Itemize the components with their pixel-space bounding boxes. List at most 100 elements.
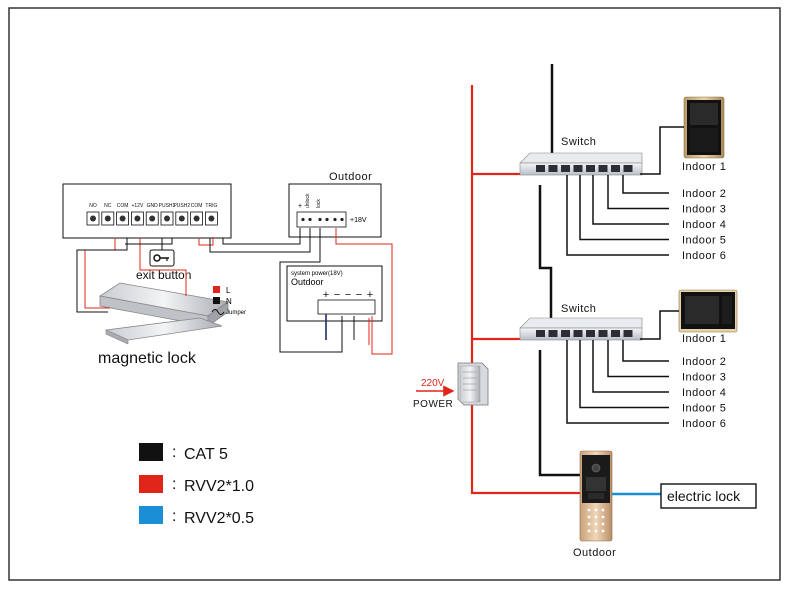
outdoor-terminal-dot	[308, 217, 312, 222]
indoor-label: Indoor 3	[682, 372, 726, 384]
outdoor-terminal-dot	[301, 217, 305, 222]
indoor-label: Indoor 2	[682, 356, 726, 368]
switch-port	[598, 165, 608, 172]
outdoor-terminal-dot	[325, 217, 329, 222]
terminal-screw	[134, 215, 141, 222]
terminal-block	[86, 211, 218, 226]
legend-rvv05-swatch	[139, 506, 163, 524]
cat5-to-monitor-2	[640, 310, 679, 340]
terminal-label: NO	[89, 203, 97, 209]
terminal-label: +12V	[131, 203, 143, 209]
terminal-label: PUSH2	[173, 203, 190, 209]
legend-rvv10-sep: :	[172, 476, 176, 493]
magnetic-lock-label: magnetic lock	[98, 350, 197, 367]
psu-terminal-strip	[317, 299, 376, 315]
cat5-indoor-wire	[622, 340, 669, 362]
psu-polarity-sign: −	[334, 289, 340, 301]
outdoor-pm-plus: +	[298, 203, 302, 210]
cat5-indoor-wire	[579, 340, 669, 409]
outdoor-station-label: Outdoor	[573, 547, 616, 559]
outdoor-pm-minus: −	[304, 203, 308, 210]
indoor-label: Indoor 6	[682, 418, 726, 430]
switch-top	[519, 152, 643, 164]
left-wires	[76, 228, 393, 355]
switch-port	[586, 330, 595, 337]
indoor-monitor-icon	[678, 289, 738, 333]
indoor-label: Indoor 5	[682, 403, 726, 415]
terminal-screw	[193, 215, 200, 222]
switch-2	[519, 317, 643, 341]
power-voltage: 220V	[421, 378, 445, 389]
psu-polarity-sign: −	[345, 289, 351, 301]
indoor-monitor-icon	[683, 96, 725, 159]
switch-2-label: Switch	[561, 303, 596, 315]
mini-legend-l: L	[226, 286, 231, 295]
indoor-1-label: Indoor 1	[682, 333, 726, 345]
outdoor-terminal-dot	[333, 217, 337, 222]
switch-port	[623, 330, 633, 337]
key-icon	[153, 254, 169, 262]
cat5-indoor-wire	[592, 340, 669, 393]
terminal-label: COM	[191, 203, 203, 209]
indoor-label: Indoor 5	[682, 235, 726, 247]
cat5-indoor-wire	[622, 175, 669, 194]
terminal-screw	[178, 215, 185, 222]
legend-rvv05-sep: :	[172, 508, 176, 525]
terminal-screw	[149, 215, 156, 222]
terminal-screw	[164, 215, 170, 222]
indoor-labels: Indoor 1 Indoor 2 Indoor 3 Indoor 4 Indoor 5…	[682, 161, 726, 430]
indoor-wires	[566, 175, 669, 424]
outdoor-box	[288, 183, 382, 238]
switch-1-label: Switch	[561, 136, 596, 148]
electric-lock-label: electric lock	[667, 488, 741, 504]
switch-port	[611, 330, 620, 337]
magnetic-lock-illustration	[98, 282, 230, 345]
terminal-screw	[90, 215, 96, 222]
legend-rvv10: RVV2*1.0	[184, 478, 254, 495]
legend-cat5: CAT 5	[184, 446, 228, 463]
terminal-label: NC	[104, 203, 112, 209]
legend-cat5-swatch	[139, 443, 163, 461]
controller-box	[62, 183, 232, 239]
switch-top	[519, 317, 643, 329]
terminal-screw	[119, 215, 126, 222]
legend-rvv05: RVV2*0.5	[184, 510, 254, 527]
terminal-screw	[208, 215, 215, 222]
terminal-screw	[104, 215, 111, 222]
switch-1	[519, 152, 643, 176]
exit-button-label: exit button	[136, 268, 191, 282]
door-station-icon	[579, 450, 613, 542]
indoor-label: Indoor 4	[682, 387, 726, 399]
cat5-to-monitor-1	[640, 126, 684, 175]
mini-legend-n-swatch	[213, 297, 220, 304]
switch-port	[611, 165, 620, 172]
outdoor-unlock: unlock	[305, 193, 311, 208]
switch-port	[586, 165, 595, 172]
switch-port	[623, 165, 633, 172]
outdoor-box-title: Outdoor	[329, 171, 372, 183]
jumper-symbol	[211, 309, 225, 315]
mini-legend-n: N	[226, 297, 232, 306]
psu-title: system power(18V)	[291, 271, 343, 277]
cat5-indoor-wire	[607, 175, 669, 210]
outdoor-terminals	[301, 217, 344, 222]
cat5-indoor-wire	[566, 175, 669, 256]
red-power-line	[470, 85, 580, 495]
indoor-label: Indoor 3	[682, 204, 726, 216]
power-label: POWER	[413, 399, 453, 410]
power-supply-icon	[457, 362, 489, 406]
indoor-1-label: Indoor 1	[682, 161, 726, 173]
electric-lock-box	[660, 483, 757, 509]
mini-legend-jumper: Jumper	[226, 310, 246, 316]
switch-port	[548, 165, 558, 172]
outdoor-lock: lock	[316, 199, 322, 208]
cat5-indoor-wire	[579, 175, 669, 241]
terminal-label: PUSH1	[159, 203, 176, 209]
psu-polarity-sign: +	[323, 289, 329, 301]
indoor-label: Indoor 6	[682, 250, 726, 262]
switch-port	[573, 330, 583, 337]
terminal-label: TRIG	[205, 203, 217, 209]
frame-border	[8, 7, 781, 581]
